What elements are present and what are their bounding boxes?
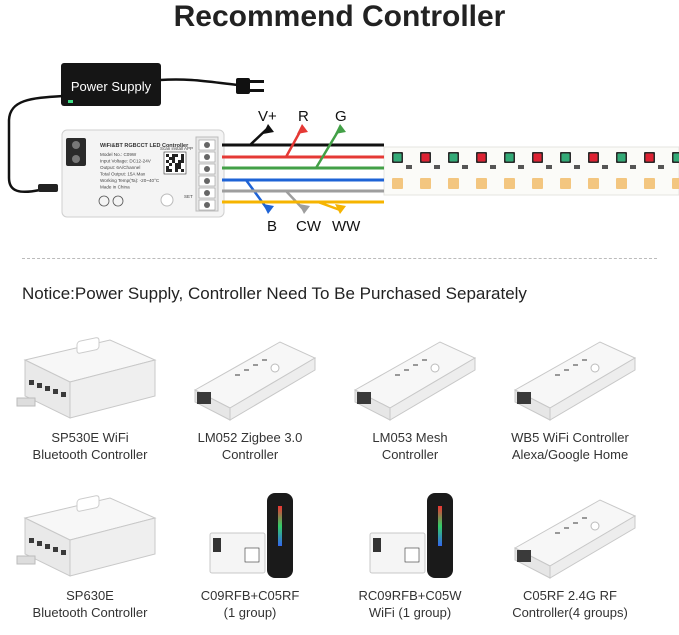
controller-spec: Output: 6A/Channel — [100, 165, 140, 170]
led-strip — [383, 146, 679, 196]
product-name-line1: LM053 Mesh — [372, 430, 448, 445]
controller-title: WiFi&BT RGBCCT LED Controller — [100, 143, 189, 149]
product-name-line1: C05RF 2.4G RF — [523, 588, 617, 603]
product-name-line1: SP630E — [66, 588, 114, 603]
wire-labels: V+ R G B CW WW — [258, 108, 361, 235]
product-card: C05RF 2.4G RF Controller(4 groups) — [490, 488, 650, 621]
wiring-diagram: Power Supply WiFi&BT RGBCCT LED Controll… — [7, 63, 679, 235]
product-image — [353, 341, 477, 421]
product-image — [513, 499, 637, 579]
product-name-line2: (1 group) — [223, 605, 277, 620]
power-supply: Power Supply — [61, 63, 161, 106]
dc-cable — [7, 94, 64, 194]
label-ww: WW — [332, 218, 361, 235]
wire-arrowhead — [335, 124, 346, 134]
product-name-line2: Controller — [221, 447, 279, 462]
wire-pointer — [222, 200, 341, 212]
product-name-line1: RC09RFB+C05W — [358, 588, 462, 603]
product-name-line1: WB5 WiFi Controller — [511, 430, 629, 445]
product-card: C09RFB+C05RF (1 group) — [170, 488, 330, 621]
product-name-line2: Bluetooth Controller — [32, 447, 148, 462]
wire-pointer — [222, 189, 305, 211]
page-title: Recommend Controller — [173, 0, 506, 33]
controller-spec: Total Output: 15A Max — [100, 172, 146, 177]
wire-pointer — [222, 127, 269, 147]
wire-arrowhead — [299, 204, 310, 214]
label-g: G — [335, 108, 347, 125]
label-cw: CW — [296, 218, 322, 235]
wire-arrowhead — [263, 124, 274, 134]
product-card: SP630E Bluetooth Controller — [10, 488, 170, 621]
product-card: RC09RFB+C05W WiFi (1 group) — [330, 488, 490, 621]
product-name: C09RFB+C05RF (1 group) — [170, 587, 330, 621]
product-name-line2: Controller — [381, 447, 439, 462]
wire-arrowhead — [263, 204, 274, 214]
product-image — [369, 493, 453, 578]
section-divider — [22, 258, 657, 259]
product-name-line1: SP530E WiFi — [51, 430, 129, 445]
product-image — [193, 341, 317, 421]
controller-spec: Working Temp(Ta): -20~40°C — [100, 178, 160, 183]
product-name: C05RF 2.4G RF Controller(4 groups) — [490, 587, 650, 621]
product-name-line1: C09RFB+C05RF — [200, 588, 300, 603]
wire-pointer — [222, 178, 270, 211]
product-image — [16, 495, 157, 577]
controller-unit: WiFi&BT RGBCCT LED Controller Model No.:… — [61, 129, 225, 218]
wire-arrowhead — [335, 204, 346, 214]
product-name-line2: Controller(4 groups) — [512, 605, 628, 620]
power-supply-label: Power Supply — [71, 79, 152, 94]
label-b: B — [267, 218, 277, 235]
product-image — [513, 341, 637, 421]
label-r: R — [298, 108, 309, 125]
product-image — [16, 337, 157, 419]
product-name-line2: WiFi (1 group) — [368, 605, 452, 620]
plug-cable — [159, 78, 239, 87]
purchase-notice: Notice:Power Supply, Controller Need To … — [22, 284, 527, 303]
colored-wires — [222, 124, 384, 214]
scan-label: Scan install APP — [160, 146, 193, 151]
product-image — [209, 493, 293, 578]
product-name: RC09RFB+C05W WiFi (1 group) — [330, 587, 490, 621]
wire-pointer — [222, 127, 304, 159]
product-name: SP630E Bluetooth Controller — [10, 587, 170, 621]
set-label: SET — [184, 194, 193, 199]
product-name-line2: Bluetooth Controller — [32, 605, 148, 620]
wire-pointer — [222, 127, 342, 170]
label-vplus: V+ — [258, 108, 277, 125]
product-name-line2: Alexa/Google Home — [511, 447, 629, 462]
product-name-line1: LM052 Zigbee 3.0 — [197, 430, 303, 445]
plug-icon — [236, 78, 264, 94]
controller-spec: Made in China — [100, 185, 130, 190]
wire-arrowhead — [297, 124, 308, 134]
controller-spec: Input Voltage: DC12-24V — [100, 159, 152, 164]
controller-spec: Model No.: C09W — [100, 152, 137, 157]
